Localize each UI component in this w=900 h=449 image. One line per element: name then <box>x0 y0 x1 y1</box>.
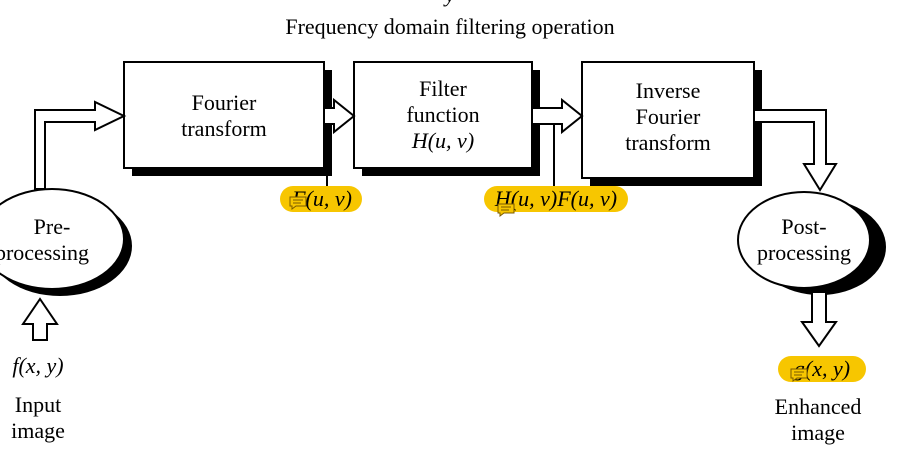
post-processing-ellipse <box>737 191 871 289</box>
post-label-line2: processing <box>756 240 852 265</box>
arrow-input-to-pre <box>21 297 59 341</box>
comment-note-icon[interactable] <box>497 203 515 217</box>
fourier-label-line1: Fourier <box>191 90 257 115</box>
input-label-line2: image <box>11 418 65 443</box>
diagram-title: Frequency domain filtering operation <box>285 14 615 39</box>
output-label-line1: Enhanced <box>774 394 862 419</box>
input-label-line1: Input <box>14 392 62 417</box>
cropped-title: y <box>430 0 470 8</box>
arrow-inverse-to-post <box>753 109 838 192</box>
signal-HF: H(u, v)F(u, v) <box>494 186 618 211</box>
filter-label-line2: function <box>406 102 480 127</box>
output-label-line2: image <box>791 420 845 445</box>
inverse-label-line2: Fourier <box>635 104 701 129</box>
arrow-pre-to-fourier <box>34 100 127 190</box>
inverse-label-line3: transform <box>625 130 711 155</box>
pre-processing-ellipse <box>0 188 125 290</box>
arrow-filter-to-inverse <box>531 97 584 135</box>
filter-label-H: H(u, v) <box>411 128 475 153</box>
filter-function-block <box>353 61 533 169</box>
inverse-label-line1: Inverse <box>635 78 701 103</box>
signal-input-fn: f(x, y) <box>12 353 64 378</box>
post-label-line1: Post- <box>781 214 827 239</box>
pre-label-line2: processing <box>0 240 90 265</box>
arrow-fourier-to-filter <box>323 97 356 135</box>
fourier-label-line2: transform <box>181 116 267 141</box>
pre-label-line1: Pre- <box>33 214 71 239</box>
arrow-post-to-output <box>800 291 838 348</box>
comment-note-icon[interactable] <box>289 196 307 210</box>
inverse-fourier-block <box>581 61 755 179</box>
filter-label-line1: Filter <box>419 76 467 101</box>
comment-note-icon[interactable] <box>790 368 808 382</box>
